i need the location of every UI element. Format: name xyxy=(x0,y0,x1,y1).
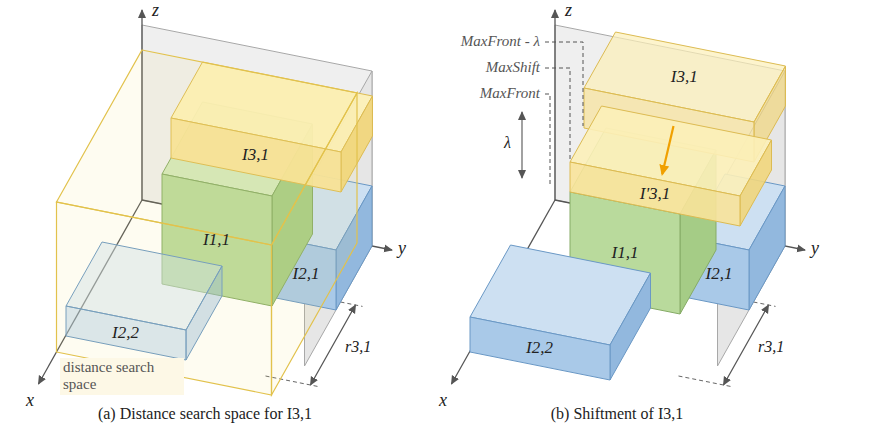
label: r3,1 xyxy=(758,338,784,356)
leader-line xyxy=(545,94,550,186)
label-anchor: z xyxy=(152,0,159,21)
block-box: I'3,1 xyxy=(570,106,772,226)
box-label: I'3,1 xyxy=(640,185,671,204)
label: x xyxy=(26,390,34,411)
block-box: I2,2 xyxy=(470,245,651,380)
label-anchor: λ xyxy=(504,134,511,152)
extension-line xyxy=(754,302,776,306)
label-anchor: r3,1 xyxy=(758,338,784,356)
label: z xyxy=(152,0,159,21)
label: distance search space xyxy=(60,358,184,395)
box-label: I3,1 xyxy=(242,146,269,165)
box-label: I2,1 xyxy=(293,265,320,284)
leader-line xyxy=(545,42,583,126)
box-label: I1,1 xyxy=(612,244,639,263)
leader-line xyxy=(545,68,570,160)
label-anchor: r3,1 xyxy=(345,338,371,356)
label: x xyxy=(439,390,447,411)
box-shape xyxy=(570,106,774,228)
box-face xyxy=(610,273,651,380)
box-face xyxy=(740,140,772,226)
box-face xyxy=(749,186,785,310)
label-anchor: y xyxy=(398,238,406,259)
label-anchor: MaxFront - λ xyxy=(461,32,540,50)
extension-line xyxy=(341,302,363,306)
shift-arrow xyxy=(662,126,673,174)
label-anchor: distance search space xyxy=(60,358,184,395)
label: z xyxy=(565,0,572,21)
label: MaxFront - λ xyxy=(461,33,540,50)
label: MaxShift xyxy=(486,59,540,76)
search-space-box xyxy=(57,202,272,395)
label-anchor: MaxShift xyxy=(486,58,540,76)
search-space-box xyxy=(272,93,358,395)
box-face xyxy=(470,317,610,380)
box-label: I2,2 xyxy=(526,339,553,358)
label: r3,1 xyxy=(345,338,371,356)
box-label: I2,2 xyxy=(112,324,139,343)
label-anchor: x xyxy=(26,390,34,411)
lambda-dimension xyxy=(521,112,522,178)
label-anchor: (b) Shiftment of I3,1 xyxy=(551,405,683,423)
caption: (b) Shiftment of I3,1 xyxy=(551,405,683,423)
label: MaxFront xyxy=(480,85,540,102)
label-anchor: (a) Distance search space for I3,1 xyxy=(98,405,312,423)
box-label: I2,1 xyxy=(706,265,733,284)
box-face xyxy=(570,162,740,226)
label: y xyxy=(398,238,406,259)
extension-line xyxy=(679,376,731,386)
label-anchor: y xyxy=(811,238,819,259)
box-shape xyxy=(470,245,653,382)
label-anchor: x xyxy=(439,390,447,411)
box-label: I1,1 xyxy=(203,231,230,250)
axis xyxy=(554,10,555,200)
caption: (a) Distance search space for I3,1 xyxy=(98,405,312,423)
label-anchor: MaxFront xyxy=(480,84,540,102)
label: y xyxy=(811,238,819,259)
label-anchor: z xyxy=(565,0,572,21)
box-label: I3,1 xyxy=(671,68,698,87)
label: λ xyxy=(504,134,511,152)
